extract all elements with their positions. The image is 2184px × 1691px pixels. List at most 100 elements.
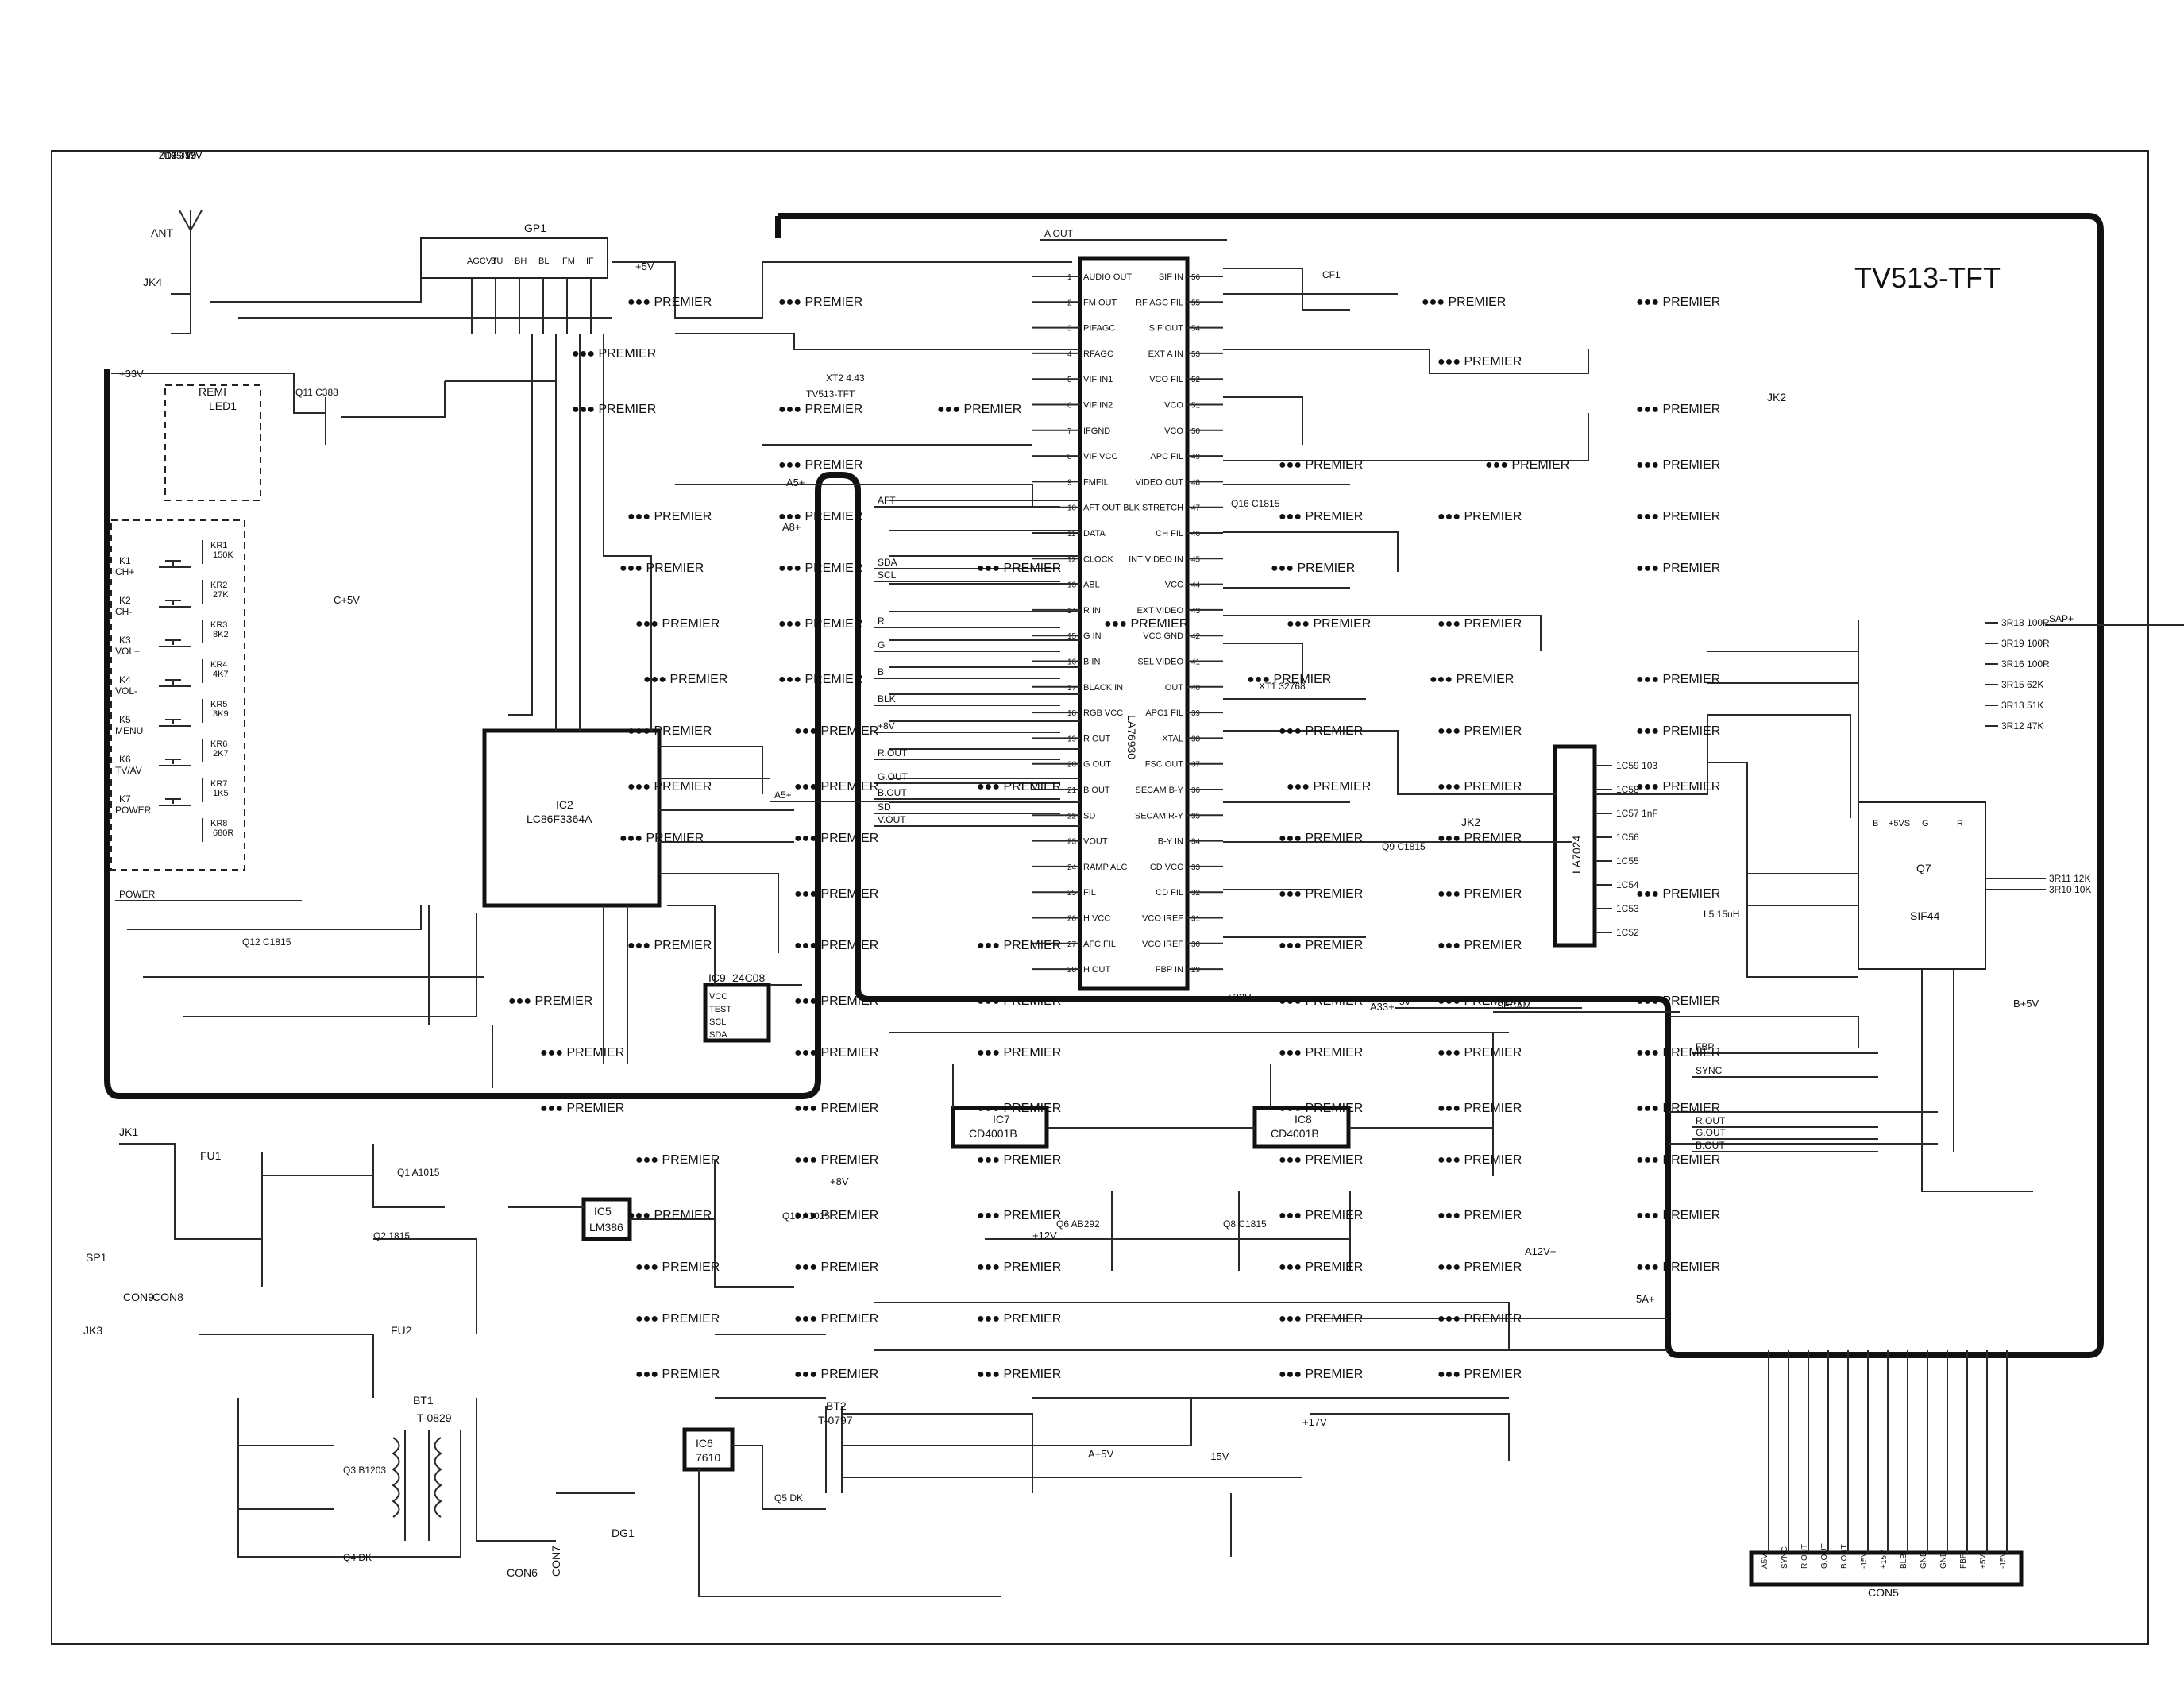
ic1-left-pin-label: H OUT	[1083, 965, 1111, 975]
ic1-pin-number: 29	[1191, 966, 1201, 975]
watermark-text: ●●● PREMIER	[1636, 1046, 1720, 1060]
ic1-pin-number: 46	[1191, 530, 1201, 539]
circuit-wire	[1595, 714, 1851, 818]
ic1-left-pin-label: AFT OUT	[1083, 504, 1121, 513]
signal-label: SAP+	[2049, 613, 2074, 624]
con5-pin-label: +5V	[1979, 1554, 1988, 1569]
watermark-text: ●●● PREMIER	[1422, 295, 1506, 309]
circuit-wire	[372, 1144, 445, 1208]
ic1-left-pin-label: R IN	[1083, 606, 1101, 616]
watermark-text: ●●● PREMIER	[778, 403, 862, 416]
key-resistor-name: KR1	[210, 541, 227, 550]
signal-label: SD	[878, 801, 891, 813]
supply-label: A12V+	[1525, 1245, 1556, 1257]
key-label: K7	[119, 793, 131, 805]
q7-pin: B	[1873, 819, 1878, 828]
ic1-right-pin-label: SECAM B-Y	[1135, 786, 1183, 795]
ic1-pin-number: 48	[1191, 478, 1201, 487]
watermark-text: ●●● PREMIER	[1437, 1153, 1522, 1167]
circuit-wire	[1223, 730, 1557, 795]
ic10-capacitor-label: 1C55	[1616, 855, 1639, 867]
watermark-text: ●●● PREMIER	[1437, 939, 1522, 952]
ic1-pin-number: 30	[1191, 940, 1201, 949]
watermark-text: ●●● PREMIER	[1279, 1209, 1363, 1222]
ic1-pin-number: 27	[1067, 940, 1077, 949]
ic10-capacitor-label: 1C59 103	[1616, 760, 1657, 771]
circuit-wire	[1921, 969, 2033, 1192]
circuit-wire	[1707, 762, 1858, 978]
ic1-pin-number: 51	[1191, 402, 1201, 411]
gp1-label: GP1	[524, 222, 546, 234]
watermark-text: ●●● PREMIER	[794, 994, 878, 1008]
circuit-wire	[603, 334, 652, 731]
key-function-label: MENU	[115, 725, 143, 736]
fu2-label: FU2	[391, 1324, 412, 1337]
watermark-text: ●●● PREMIER	[1430, 673, 1514, 686]
key-function-label: POWER	[115, 805, 152, 816]
ic1-right-pin-label: FBP IN	[1156, 965, 1183, 975]
watermark-text: ●●● PREMIER	[1437, 1261, 1522, 1274]
con5-pin-label: R.OUT	[1800, 1544, 1809, 1569]
q7-resistor-label: 3R16 100R	[2001, 658, 2050, 670]
key-function-label: CH-	[115, 606, 132, 617]
q7-pin: G	[1922, 819, 1929, 828]
ic9-pin-label: VCC	[709, 992, 727, 1002]
watermark-text: ●●● PREMIER	[977, 562, 1061, 575]
ic1-right-pin-label: APC FIL	[1150, 452, 1183, 461]
watermark-text: ●●● PREMIER	[794, 1312, 878, 1326]
bt1-transformer: BT1 T-0829	[392, 1394, 452, 1541]
ic1-right-pin-label: RF AGC FIL	[1136, 298, 1183, 307]
watermark-text: ●●● PREMIER	[794, 1261, 878, 1274]
q7-resistor-label: 3R15 62K	[2001, 679, 2043, 690]
signal-label: A5+	[774, 790, 792, 801]
watermark-text: ●●● PREMIER	[977, 1261, 1061, 1274]
ic2-chip: IC2 LC86F3364A	[482, 728, 662, 908]
watermark-text: ●●● PREMIER	[778, 458, 862, 472]
ic1-pin-number: 33	[1191, 863, 1201, 872]
ic1-right-pin-label: CH FIL	[1156, 529, 1183, 539]
watermark-text: ●●● PREMIER	[977, 1312, 1061, 1326]
circuit-wire	[1223, 643, 1303, 683]
ic9-name: IC9	[708, 971, 726, 984]
ic5-part: LM386	[589, 1221, 623, 1234]
ic1-right-pin-label: FSC OUT	[1145, 760, 1184, 770]
key-resistor-name: KR4	[210, 660, 227, 670]
watermark-text: ●●● PREMIER	[794, 887, 878, 901]
watermark-text: ●●● PREMIER	[1279, 1368, 1363, 1381]
watermark-text: ●●● PREMIER	[1279, 510, 1363, 523]
ant-label: ANT	[151, 226, 173, 239]
signal-label: R	[878, 616, 885, 627]
gp1-pin-label: BL	[538, 257, 549, 266]
ic9-pin-label: SCL	[709, 1017, 726, 1027]
circuit-wire	[659, 873, 779, 953]
watermark-text: ●●● PREMIER	[1279, 887, 1363, 901]
ic7-name: IC7	[993, 1113, 1010, 1125]
key-switch	[159, 719, 191, 727]
watermark-text: ●●● PREMIER	[794, 832, 878, 845]
ic1-pin-number: 3	[1067, 325, 1072, 334]
q7-part: SIF44	[1910, 909, 1940, 922]
watermark-text: ●●● PREMIER	[794, 939, 878, 952]
remote-receiver-box	[164, 384, 261, 501]
watermark-text: ●●● PREMIER	[627, 724, 712, 738]
key-switch	[159, 560, 191, 568]
ic1-pin-number: 12	[1067, 555, 1077, 564]
ic10-capacitor-label: 1C54	[1616, 879, 1639, 890]
key-resistor-value: 3K9	[213, 709, 229, 719]
circuit-wire	[119, 1143, 262, 1240]
component-label: XT2 4.43	[826, 373, 865, 384]
con5-pin-label: GND	[1939, 1551, 1948, 1569]
circuit-wire	[1223, 615, 1542, 651]
key-function-label: VOL-	[115, 685, 137, 697]
bt1-label: BT1	[413, 1394, 434, 1407]
gp1-pin-label: BU	[491, 257, 503, 266]
watermark-text: ●●● PREMIER	[778, 673, 862, 686]
key-resistor-value: 1K5	[213, 789, 229, 798]
ic1-left-pin-label: VIF VCC	[1083, 452, 1117, 461]
circuit-wire	[1223, 396, 1303, 445]
ic1-left-pin-label: BLACK IN	[1083, 683, 1123, 693]
ic1-pin-number: 16	[1067, 658, 1077, 667]
